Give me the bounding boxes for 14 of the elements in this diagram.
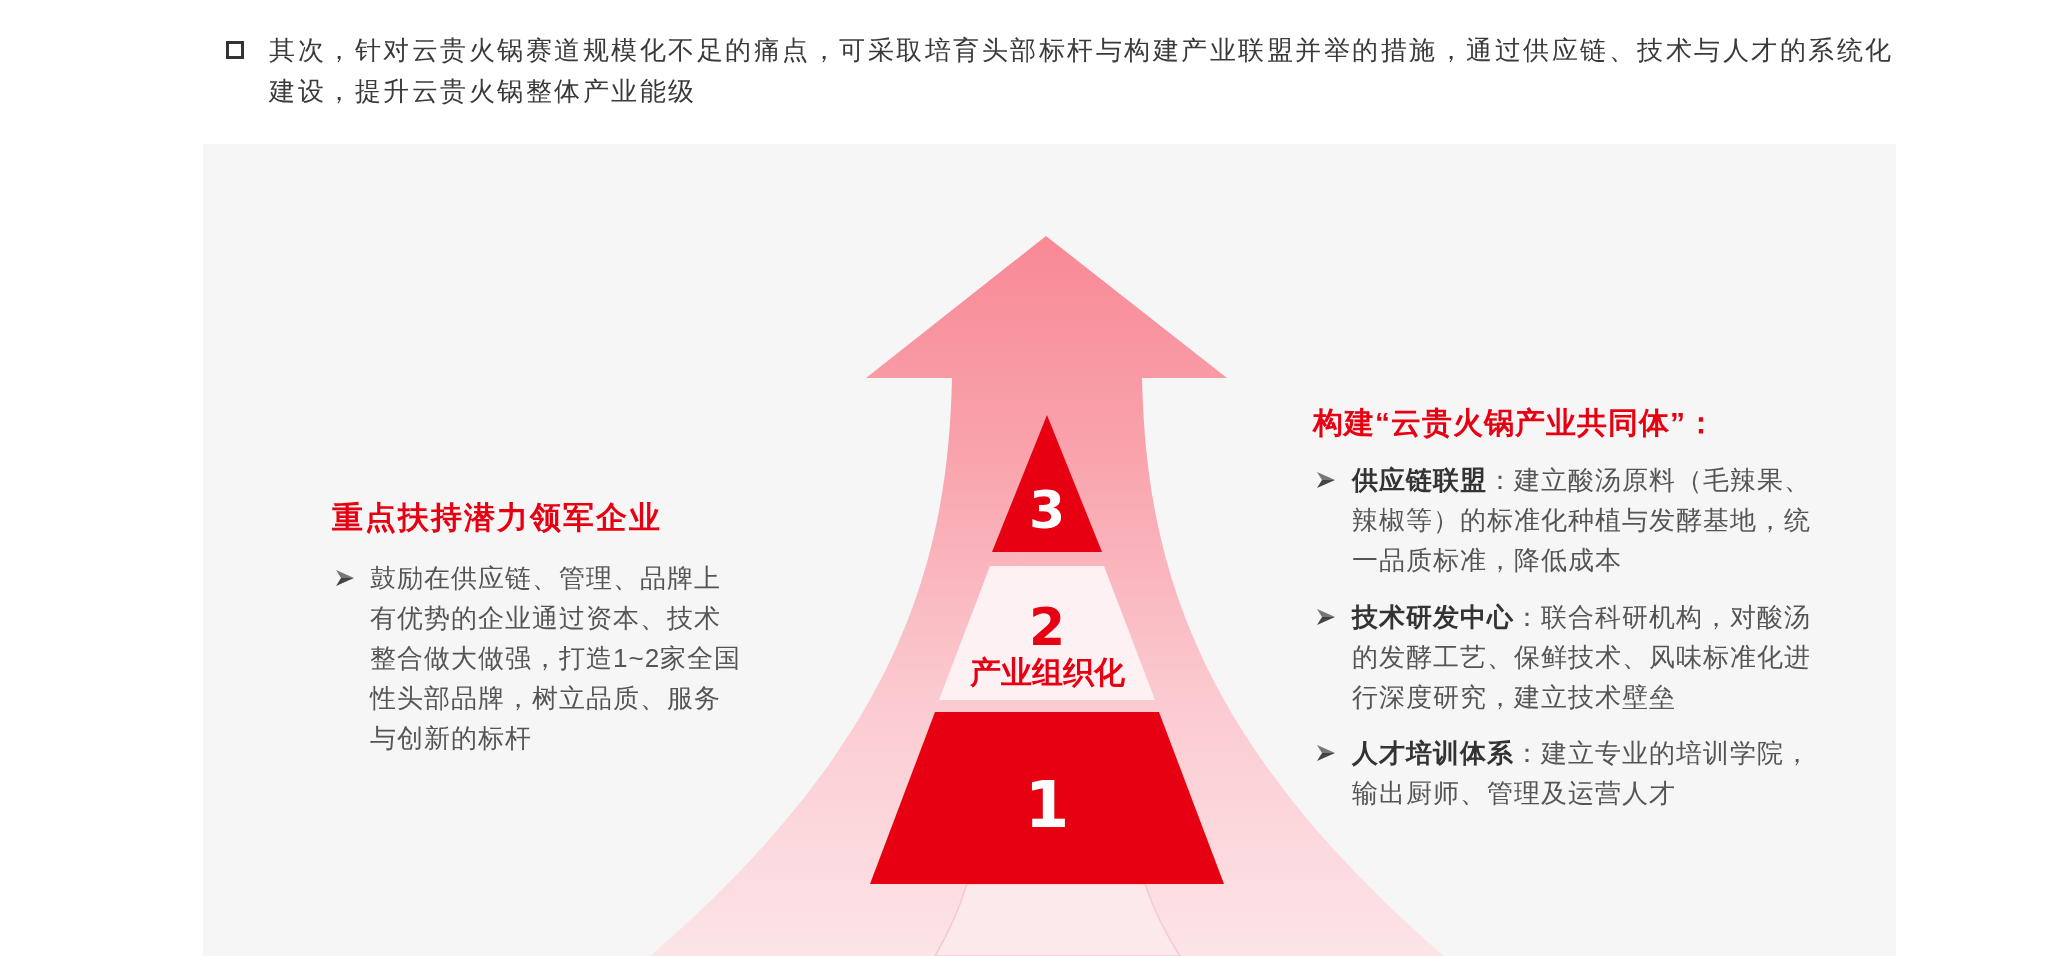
tier-number: 1 [1023, 771, 1071, 839]
section-heading: 构建“云贵火锅产业共同体”： [1313, 405, 1718, 441]
bullet-text: 鼓励在供应链、管理、品牌上有优势的企业通过资本、技术整合做大做强，打造1~2家全国性头部品牌，树立品质、服务与创新的标杆 [370, 562, 743, 755]
pyramid-top-tier [992, 415, 1102, 552]
pyramid-middle-tier [939, 566, 1155, 700]
bullet-text: 人才培训体系：建立专业的培训学院，输出厨师、管理及运营人才 [1352, 737, 1812, 810]
intro-paragraph: 其次，针对云贵火锅赛道规模化不足的痛点，可采取培育头部标杆与构建产业联盟并举的措施，通过供应链、技术与人才的系统化建设，提升云贵火锅整体产业能级 [269, 34, 1894, 108]
tier-label: 产业组织化 [968, 654, 1126, 690]
tier-number: 2 [1027, 601, 1067, 653]
bullet-text: 供应链联盟：建立酸汤原料（毛辣果、辣椒等）的标准化种植与发酵基地，统一品质标准，降低成本 [1352, 464, 1812, 577]
pyramid-base-tier [870, 712, 1224, 884]
tier-number: 3 [1027, 482, 1067, 538]
section-heading: 重点扶持潜力领军企业 [332, 499, 663, 537]
bullet-text: 技术研发中心：联合科研机构，对酸汤的发酵工艺、保鲜技术、风味标准化进行深度研究，建立技术壁垒 [1352, 601, 1812, 714]
